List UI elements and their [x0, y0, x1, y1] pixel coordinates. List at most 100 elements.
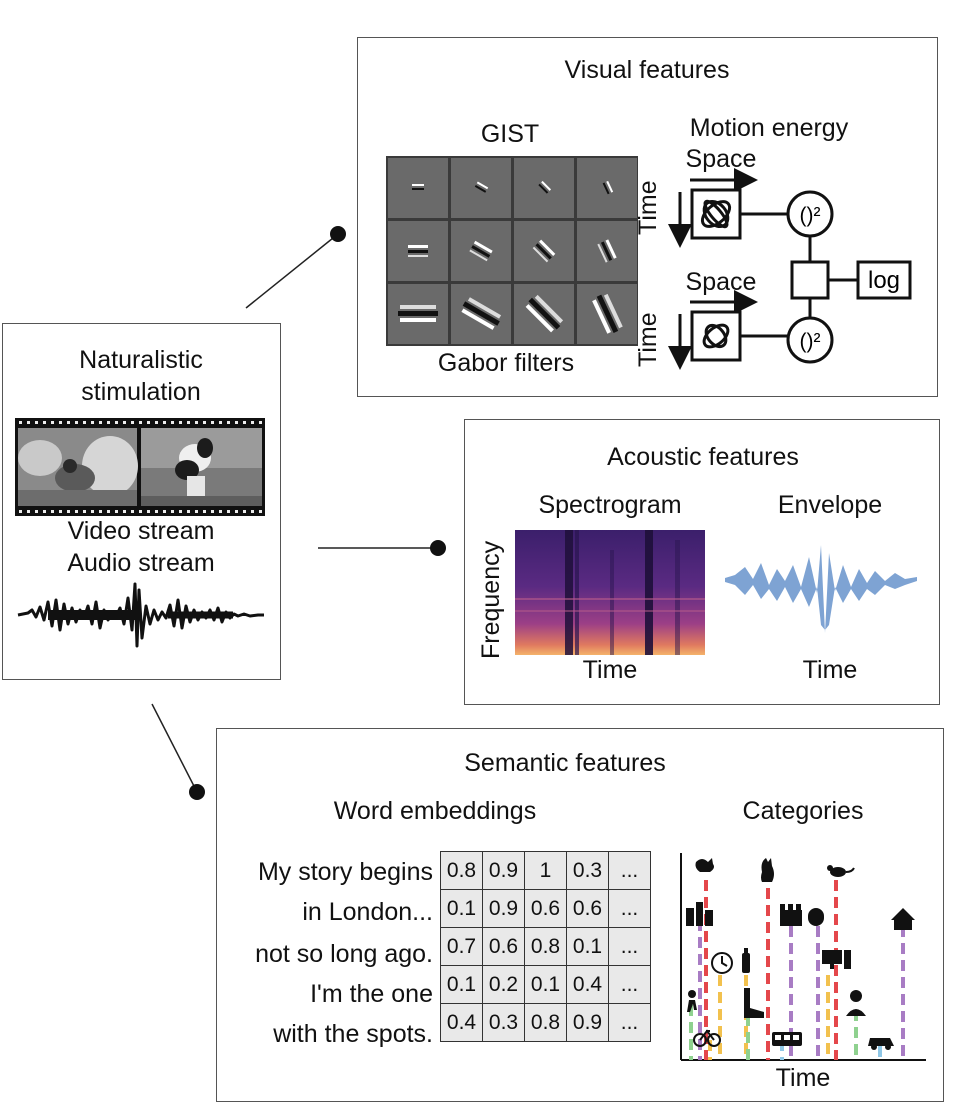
embedding-cell: 0.6	[524, 889, 567, 928]
log-text: log	[868, 267, 900, 294]
gabor-cell	[388, 221, 448, 281]
gabor-cell	[451, 221, 511, 281]
clock-icon	[711, 952, 733, 974]
motion-energy-label: Motion energy	[689, 114, 849, 142]
gabor-cell	[388, 284, 448, 344]
spectrogram	[515, 530, 705, 655]
embedding-row-text: not so long ago.	[255, 940, 433, 968]
envelope-label: Envelope	[777, 491, 883, 519]
table-row: 0.1 0.2 0.1 0.4 ...	[440, 965, 651, 1004]
embedding-cell: ...	[608, 965, 651, 1004]
gabor-cell	[577, 221, 637, 281]
house-icon	[891, 908, 915, 930]
gabor-cell	[577, 158, 637, 218]
connector-semantic-dot	[189, 784, 205, 800]
embedding-cell: 0.9	[482, 851, 525, 890]
film-perforations-top	[19, 421, 262, 424]
gabor-cell	[451, 284, 511, 344]
video-frame-1	[18, 428, 138, 506]
word-embeddings-label: Word embeddings	[333, 797, 537, 825]
table-row: 0.8 0.9 1 0.3 ...	[440, 851, 651, 890]
embedding-cell: ...	[608, 927, 651, 966]
connector-visual	[245, 233, 339, 309]
embedding-cell: 0.7	[440, 927, 483, 966]
embedding-cell: 0.9	[566, 1003, 609, 1042]
person-walking-icon	[687, 990, 697, 1012]
connector-semantic	[151, 703, 198, 793]
spacetime-filter-pattern	[700, 199, 732, 229]
embedding-cell: 0.1	[524, 965, 567, 1004]
city-icon	[686, 902, 713, 926]
spacetime-filter-box	[690, 188, 742, 240]
spectrogram-label: Spectrogram	[538, 491, 682, 519]
square-text-bottom: ()²	[800, 330, 821, 353]
embedding-cell: 0.1	[566, 927, 609, 966]
embedding-cell: 0.4	[440, 1003, 483, 1042]
connector-acoustic-dot	[430, 540, 446, 556]
foot-icon	[744, 988, 764, 1018]
film-perforations-bottom	[19, 510, 262, 513]
embedding-cell: ...	[608, 851, 651, 890]
visual-features-title: Visual features	[564, 56, 730, 84]
audio-stream-label: Audio stream	[67, 549, 215, 577]
video-filmstrip	[15, 418, 265, 516]
embedding-row-text: with the spots.	[273, 1020, 433, 1048]
gabor-cell	[577, 284, 637, 344]
gabor-cell	[388, 158, 448, 218]
video-frame-2	[141, 428, 262, 506]
envelope-time-label: Time	[802, 656, 858, 684]
semantic-features-title: Semantic features	[464, 749, 666, 777]
embedding-row-text: My story begins	[257, 858, 433, 886]
embedding-row-text: in London...	[302, 898, 433, 926]
categories-label: Categories	[742, 797, 864, 825]
stimulus-title-line2: stimulation	[81, 378, 201, 406]
embedding-cell: 0.3	[566, 851, 609, 890]
categories-time-label: Time	[775, 1064, 831, 1092]
gabor-cell	[514, 221, 574, 281]
embedding-cell: ...	[608, 1003, 651, 1042]
embedding-cell: 0.1	[440, 889, 483, 928]
embedding-cell: 0.3	[482, 1003, 525, 1042]
gist-label: GIST	[480, 120, 540, 148]
person-icon	[846, 990, 866, 1016]
audio-waveform	[17, 582, 264, 648]
envelope-waveform	[725, 545, 917, 633]
video-stream-label: Video stream	[67, 517, 215, 545]
table-row: 0.1 0.9 0.6 0.6 ...	[440, 889, 651, 928]
cat-icon	[695, 858, 714, 872]
embedding-cell: 0.9	[482, 889, 525, 928]
gabor-cell	[451, 158, 511, 218]
table-row: 0.4 0.3 0.8 0.9 ...	[440, 1003, 651, 1042]
log-node	[856, 260, 912, 300]
stimulus-title-line1: Naturalistic	[79, 346, 203, 374]
embedding-table: 0.8 0.9 1 0.3 ... 0.1 0.9 0.6 0.6 ... 0.…	[440, 851, 651, 1042]
embedding-cell: 1	[524, 851, 567, 890]
acoustic-features-title: Acoustic features	[607, 443, 799, 471]
table-row: 0.7 0.6 0.8 0.1 ...	[440, 927, 651, 966]
bus-icon	[772, 1032, 802, 1046]
sum-node	[790, 260, 830, 300]
embedding-cell: 0.6	[482, 927, 525, 966]
embedding-cell: 0.6	[566, 889, 609, 928]
embedding-cell: 0.4	[566, 965, 609, 1004]
cat-icon-2	[761, 858, 774, 882]
motion-energy-diagram: ()² ()² log	[668, 168, 912, 370]
bottle-icon	[742, 948, 750, 973]
square-text-top: ()²	[800, 204, 821, 227]
frequency-axis-label: Frequency	[477, 540, 505, 659]
embedding-cell: ...	[608, 889, 651, 928]
embedding-cell: 0.8	[524, 927, 567, 966]
gabor-filter-grid	[386, 156, 638, 346]
embedding-cell: 0.8	[524, 1003, 567, 1042]
embedding-cell: 0.8	[440, 851, 483, 890]
categories-timeline	[680, 853, 926, 1061]
gabor-cell	[514, 158, 574, 218]
gabor-filters-label: Gabor filters	[437, 349, 575, 377]
embedding-cell: 0.2	[482, 965, 525, 1004]
bicycle-icon	[693, 1029, 721, 1047]
rat-icon	[827, 865, 855, 877]
computer-icon	[822, 950, 851, 969]
spectrogram-time-label: Time	[582, 656, 638, 684]
gabor-cell	[514, 284, 574, 344]
